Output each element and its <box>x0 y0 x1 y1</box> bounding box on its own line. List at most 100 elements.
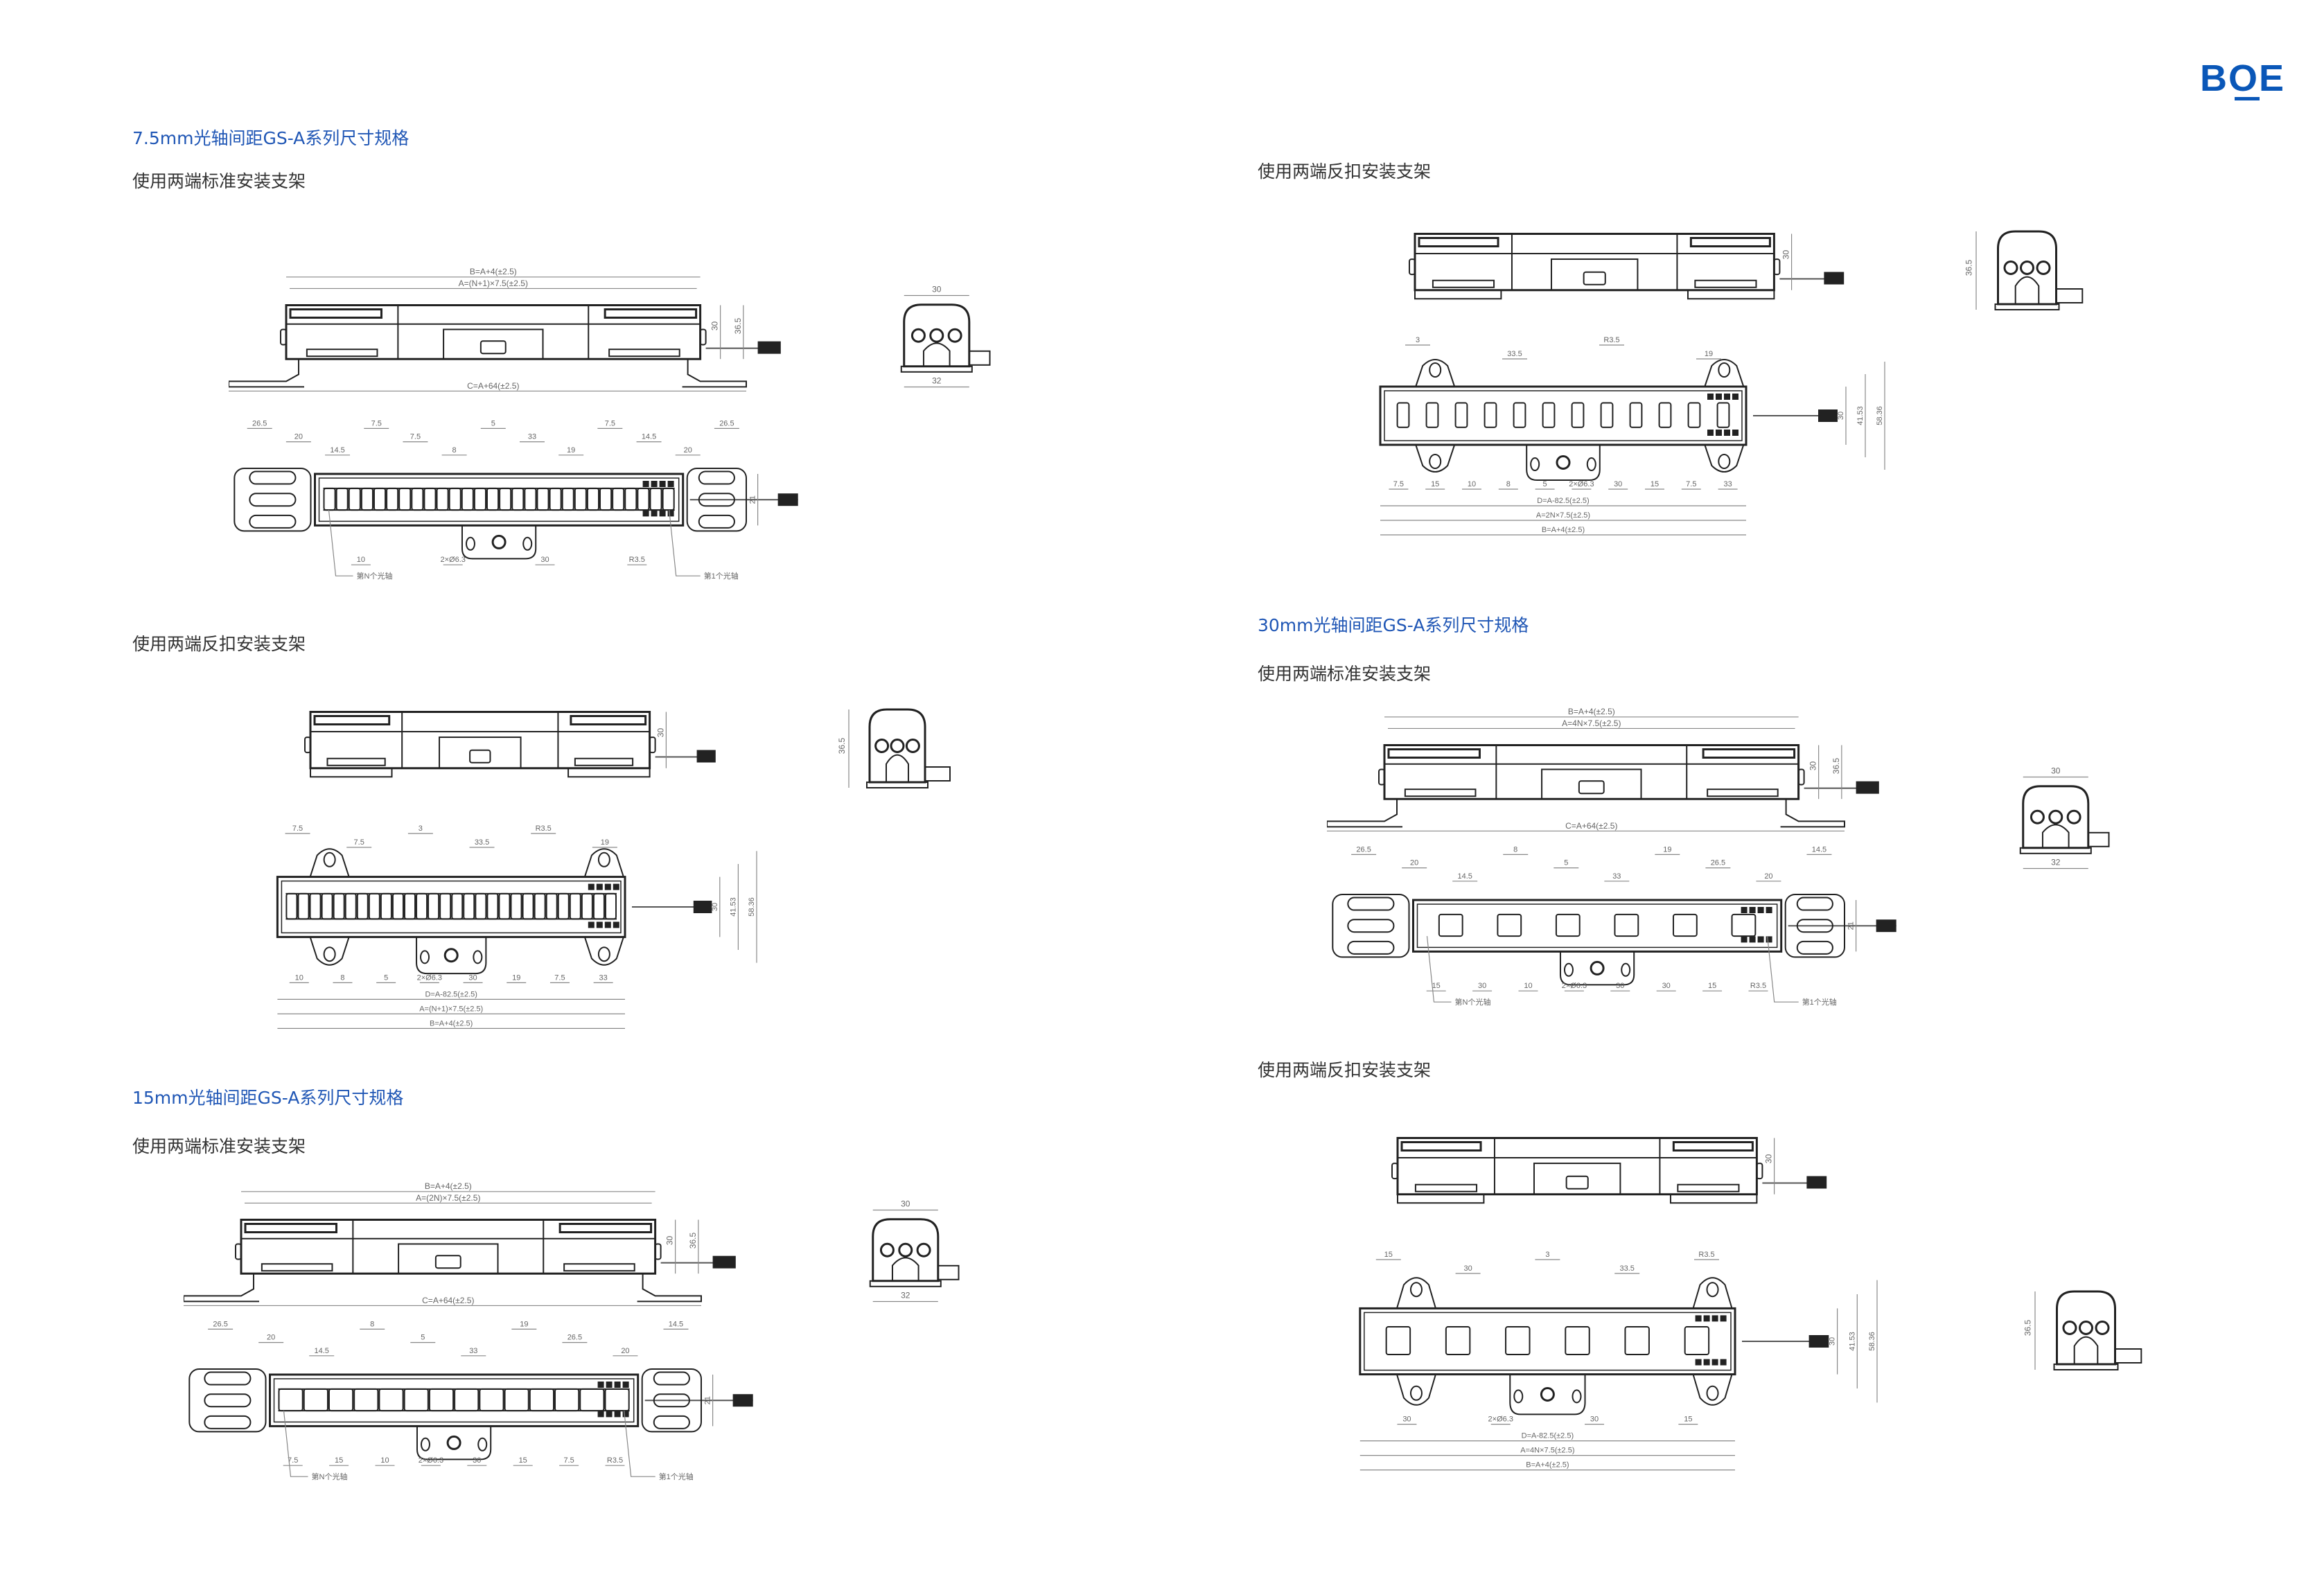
dimension-label: 30 <box>1808 761 1818 771</box>
housing-outline <box>2056 1290 2116 1366</box>
dimension-label: 7.5 <box>354 838 364 847</box>
dimension-label: C=A+64(±2.5) <box>467 381 519 391</box>
dimension-label: 30 <box>932 285 942 294</box>
indicator-led <box>622 1411 629 1418</box>
mounting-hole <box>1706 1282 1719 1298</box>
mounting-hole <box>323 946 336 962</box>
dimension-label: 8 <box>370 1320 374 1328</box>
outline-rect <box>1418 237 1499 247</box>
optical-axis-cell <box>380 892 392 920</box>
optical-axis-cell <box>1614 913 1639 937</box>
connector-screw-icon <box>898 1242 913 1258</box>
connector-screw-icon <box>879 1242 895 1258</box>
callout-leader <box>1767 936 1799 1003</box>
connector-screw-icon <box>2020 261 2034 275</box>
outline-rect <box>479 340 507 355</box>
outline-rect <box>1414 233 1775 292</box>
optical-axis-cell <box>1484 402 1497 428</box>
outline-rect <box>1994 303 2060 310</box>
optical-axis-cell <box>344 892 357 920</box>
end-bracket <box>686 468 748 532</box>
connector-screw-icon <box>910 328 926 343</box>
outline-rect <box>1397 1193 1485 1204</box>
dimension-label: 21 <box>749 495 757 504</box>
indicator-led <box>1703 1315 1710 1322</box>
cable-connector <box>696 750 716 763</box>
optical-axis-cell <box>1513 402 1526 428</box>
optical-axis-cell <box>545 892 558 920</box>
mounting-foot <box>229 359 304 388</box>
optical-axis-cell <box>1542 402 1556 428</box>
outline-rect <box>273 1378 635 1423</box>
indicator-led <box>642 481 649 487</box>
dimension-label: 19 <box>1663 845 1671 854</box>
optical-axis-cell <box>1687 402 1701 428</box>
reverse-bracket-ear <box>1396 1277 1436 1309</box>
dimension-label: 5 <box>1564 859 1568 867</box>
indicator-led <box>1732 394 1738 400</box>
callout-leader <box>1426 936 1452 1003</box>
optical-axis-cell <box>1629 402 1643 428</box>
dimension-label: R3.5 <box>1603 336 1619 344</box>
dimension-label: 2×Ø6.3 <box>1569 480 1594 488</box>
optical-axis-cell <box>536 487 549 511</box>
dimension-label: 33.5 <box>475 838 489 847</box>
dimension-label: 30 <box>1662 982 1671 990</box>
outline-rect <box>1400 1141 1482 1152</box>
bracket-slot <box>249 514 297 529</box>
dimension-label: 第N个光轴 <box>312 1472 348 1481</box>
dimension-label: 26.5 <box>719 419 734 427</box>
optical-axis-cell <box>1565 1326 1590 1356</box>
logo-underline <box>2235 97 2260 100</box>
outline-rect <box>1707 788 1779 797</box>
dimension-label: A=(N+1)×7.5(±2.5) <box>419 1005 483 1013</box>
dimension-label: 14.5 <box>314 1347 328 1355</box>
connector-screw-icon <box>874 739 890 753</box>
indicator-led <box>1703 1359 1710 1366</box>
bracket-slot <box>653 1415 690 1429</box>
dimension-label: 14.5 <box>330 446 344 455</box>
outline-rect <box>558 1223 653 1233</box>
mounting-tab <box>1509 1374 1586 1415</box>
indicator-led <box>659 481 666 487</box>
outline-rect <box>313 715 391 725</box>
dimension-label: 33 <box>469 1347 477 1355</box>
mounting-hole <box>323 852 336 867</box>
optical-axis-cell <box>328 1388 354 1412</box>
dimension-label: 30 <box>1829 1337 1837 1346</box>
optical-axis-cell <box>451 892 464 920</box>
dimension-label: 2×Ø6.3 <box>1562 982 1587 990</box>
bracket-slot <box>698 493 735 507</box>
subheading-reverse-bracket: 使用两端反扣安装支架 <box>1258 161 1432 182</box>
outline-rect <box>1378 768 1385 786</box>
dimension-label: B=A+4(±2.5) <box>430 1019 473 1027</box>
dimension-label: 8 <box>452 446 457 455</box>
mounting-tab <box>1526 445 1601 481</box>
dimension-label: 30 <box>1614 480 1622 488</box>
dimension-label: 33.5 <box>1619 1264 1634 1273</box>
dimension-label: 第1个光轴 <box>659 1472 694 1481</box>
dimension-label: 10 <box>1524 982 1532 990</box>
dimension-label: 36.5 <box>2023 1319 2033 1336</box>
reverse-bracket-ear <box>309 848 350 877</box>
indicator-led <box>659 510 666 517</box>
dimension-label: 15 <box>1650 480 1659 488</box>
cable-connector <box>693 901 712 913</box>
optical-axis-cell <box>321 892 333 920</box>
dimension-label: 10 <box>380 1456 389 1465</box>
optical-axis-cell <box>486 892 499 920</box>
dimension-label: 36.5 <box>1831 757 1841 774</box>
reverse-bracket-ear <box>1704 359 1745 387</box>
dimension-label: C=A+64(±2.5) <box>422 1296 474 1305</box>
bracket-slot <box>1796 940 1833 955</box>
optical-axis-cell <box>353 1388 379 1412</box>
bracket-slot <box>1796 919 1833 933</box>
indicator-led <box>1707 430 1714 436</box>
indicator-led <box>1724 394 1730 400</box>
housing-outline <box>903 303 971 368</box>
mounting-hole <box>1718 362 1731 378</box>
indicator-led <box>1741 936 1748 943</box>
indicator-led <box>1716 394 1722 400</box>
dimension-label: 第N个光轴 <box>357 571 393 581</box>
